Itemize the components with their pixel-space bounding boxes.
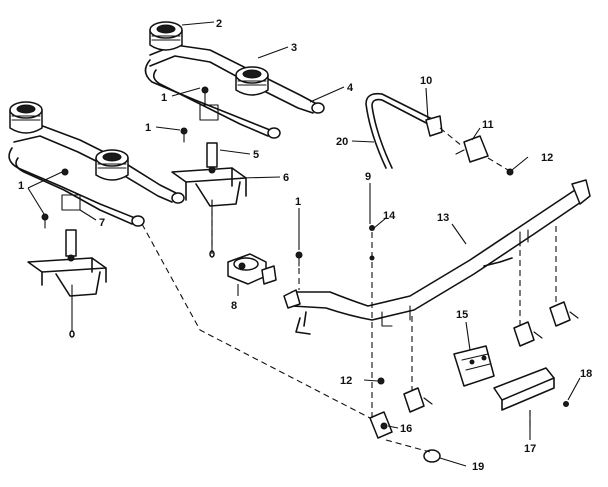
- callout-5: 5: [253, 149, 259, 161]
- burner-valves: [369, 301, 579, 439]
- callout-6: 6: [283, 172, 289, 184]
- callout-13: 13: [437, 212, 449, 224]
- bracket-17: [493, 367, 569, 411]
- callout-15: 15: [456, 309, 468, 321]
- callout-3: 3: [291, 42, 297, 54]
- callout-20: 20: [336, 136, 348, 148]
- valve-11: [455, 135, 489, 163]
- pressure-regulator: [227, 253, 277, 285]
- callout-17: 17: [524, 443, 536, 455]
- burner-head-front-right: [95, 149, 129, 181]
- callout-4: 4: [347, 82, 354, 94]
- burner-head-2: [149, 21, 183, 51]
- manifold-13: [283, 179, 591, 335]
- callout-16: 16: [400, 423, 412, 435]
- burner-head-front-left: [9, 101, 43, 134]
- callout-9: 9: [365, 171, 371, 183]
- rear-burner-assembly: [144, 21, 325, 139]
- callout-1: 1: [145, 122, 151, 134]
- spark-module-15: [453, 345, 495, 387]
- bracket-left: [27, 229, 107, 338]
- callout-10: 10: [420, 75, 432, 87]
- screws: [41, 127, 375, 267]
- leader-lines: [27, 21, 581, 467]
- fitting-12-lower: [377, 377, 385, 385]
- callout-8: 8: [231, 300, 237, 312]
- callout-1: 1: [18, 180, 24, 192]
- orifice-19: [423, 449, 441, 463]
- callout-18: 18: [580, 368, 592, 380]
- callout-labels: 2 3 1 4 1 5 6 1 7 8 1 9 14 10 11 20 12 1…: [18, 18, 592, 473]
- callout-14: 14: [383, 210, 396, 222]
- bracket-6: [171, 142, 247, 258]
- callout-2: 2: [216, 18, 222, 30]
- callout-19: 19: [472, 461, 484, 473]
- callout-1: 1: [161, 92, 167, 104]
- callout-11: 11: [482, 119, 494, 131]
- fitting-12-upper: [506, 168, 514, 176]
- callout-7: 7: [99, 217, 105, 229]
- gas-tube-20: [365, 92, 443, 169]
- callout-1: 1: [295, 196, 301, 208]
- front-burner-assembly: [8, 101, 185, 227]
- burner-head-3: [235, 66, 269, 96]
- callout-12: 12: [340, 375, 352, 387]
- callout-12: 12: [541, 152, 553, 164]
